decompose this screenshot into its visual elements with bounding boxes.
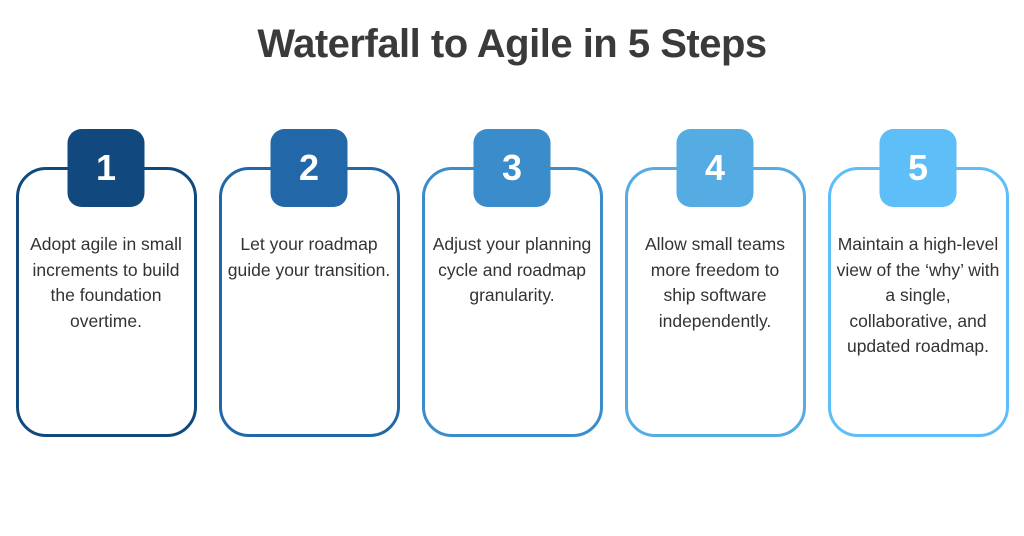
step-number-badge: 3 — [473, 129, 551, 207]
step-2: 2 Let your roadmap guide your transition… — [218, 129, 400, 437]
step-number-badge: 2 — [270, 129, 348, 207]
step-card: Let your roadmap guide your transition. — [218, 167, 400, 437]
step-4: 4 Allow small teams more freedom to ship… — [624, 129, 806, 437]
step-3: 3 Adjust your planning cycle and roadmap… — [421, 129, 603, 437]
step-description: Adopt agile in small increments to build… — [30, 234, 182, 331]
step-number-badge: 1 — [67, 129, 145, 207]
step-description: Adjust your planning cycle and roadmap g… — [432, 234, 592, 306]
step-description: Maintain a high-level view of the ‘why’ … — [836, 234, 1000, 357]
step-description: Let your roadmap guide your transition. — [227, 234, 391, 280]
steps-row: 1 Adopt agile in small increments to bui… — [0, 129, 1024, 437]
step-5: 5 Maintain a high-level view of the ‘why… — [827, 129, 1009, 437]
step-card: Maintain a high-level view of the ‘why’ … — [827, 167, 1009, 437]
infographic: Waterfall to Agile in 5 Steps 1 Adopt ag… — [0, 22, 1024, 536]
step-card: Adopt agile in small increments to build… — [15, 167, 197, 437]
page-title: Waterfall to Agile in 5 Steps — [257, 22, 767, 66]
step-card: Allow small teams more freedom to ship s… — [624, 167, 806, 437]
step-1: 1 Adopt agile in small increments to bui… — [15, 129, 197, 437]
step-number-badge: 4 — [676, 129, 754, 207]
step-number-badge: 5 — [879, 129, 957, 207]
step-card: Adjust your planning cycle and roadmap g… — [421, 167, 603, 437]
step-description: Allow small teams more freedom to ship s… — [644, 234, 786, 331]
